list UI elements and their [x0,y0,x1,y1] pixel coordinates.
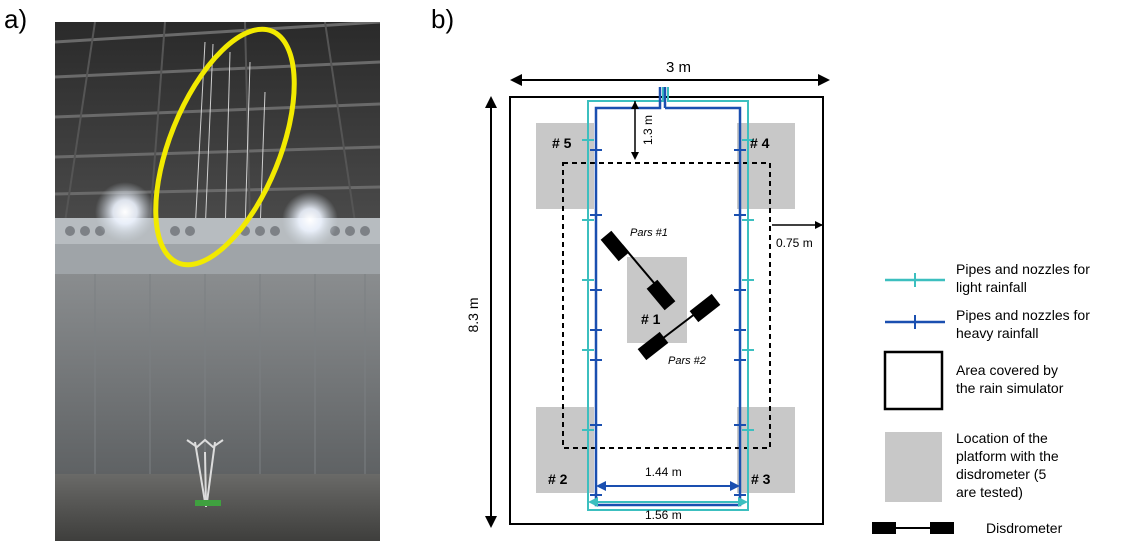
outer-pipe-dimension: 1.56 m [588,497,748,522]
side-gap-dimension: 0.75 m [772,221,823,250]
platform-3 [737,407,795,493]
legend-loc-line1: Location of the [956,430,1048,446]
pars1-label: Pars #1 [630,227,668,239]
panel-label-b: b) [431,4,455,34]
outer-pipe-label: 1.56 m [645,508,682,522]
side-gap-label: 0.75 m [776,236,813,250]
platform-5 [536,123,594,209]
legend-area-line1: Area covered by [956,362,1058,378]
light-rainfall-pipe [587,87,749,511]
simulator-area [509,96,824,525]
ceiling-lamp [95,182,155,242]
legend-loc-line3: disdrometer (5 [956,466,1046,482]
legend: Pipes and nozzles for light rainfall Pip… [872,261,1090,536]
platform-2 [536,407,594,493]
platform-1-label: # 1 [641,311,661,327]
platform-4-label: # 4 [750,135,770,151]
legend-disdrometer: Disdrometer [986,520,1063,536]
disdrometer-stand [186,438,224,508]
platform-3-label: # 3 [751,471,771,487]
wall [55,274,380,474]
legend-light-line2: light rainfall [956,279,1027,295]
height-dim-label: 8.3 m [465,297,481,332]
highlight-ellipse [153,26,297,268]
dashed-coverage-area [562,162,771,449]
floor [55,474,380,541]
width-dimension: 3 m [510,59,830,86]
legend-heavy-line2: heavy rainfall [956,325,1039,341]
legend-area-line2: the rain simulator [956,380,1064,396]
inner-pipe-dimension: 1.44 m [596,465,740,491]
rain-simulator-diagram: 3 m 8.3 m [465,59,1090,536]
heavy-nozzles [590,149,746,496]
platform-5-label: # 5 [552,135,572,151]
light-nozzles [582,139,754,431]
legend-light-line1: Pipes and nozzles for [956,261,1090,277]
legend-heavy-line1: Pipes and nozzles for [956,307,1090,323]
disdrometer-pars2 [637,293,721,361]
disdrometer-pars1 [600,230,676,311]
legend-loc-line2: platform with the [956,448,1059,464]
platform-4 [737,123,795,209]
legend-loc-line4: are tested) [956,484,1023,500]
inner-pipe-label: 1.44 m [645,465,682,479]
ceiling-lamp [282,192,338,248]
rain-simulator-photo [55,22,380,541]
platform-2-label: # 2 [548,471,568,487]
width-dim-label: 3 m [666,59,691,76]
top-gap-label: 1.3 m [641,115,655,145]
top-gap-dimension: 1.3 m [631,101,655,160]
panel-label-a: a) [4,4,28,34]
pars2-label: Pars #2 [668,355,706,367]
height-dimension: 8.3 m [465,96,497,528]
